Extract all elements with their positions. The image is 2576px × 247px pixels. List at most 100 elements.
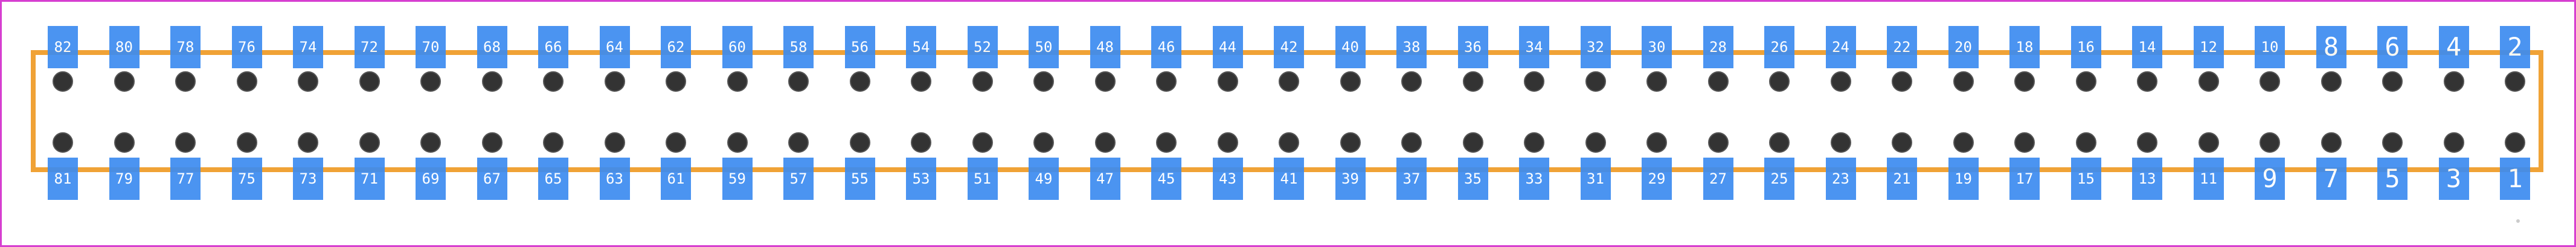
bottom-pad-19: 19 [1948, 158, 1979, 200]
bottom-pad-59: 59 [722, 158, 753, 200]
bottom-pad-25: 25 [1764, 158, 1794, 200]
top-hole-54 [911, 71, 931, 92]
top-pad-10: 10 [2255, 26, 2285, 68]
bottom-hole-73 [298, 132, 318, 153]
top-pad-70: 70 [416, 26, 446, 68]
top-hole-52 [972, 71, 993, 92]
top-pad-28: 28 [1703, 26, 1733, 68]
bottom-hole-13 [2137, 132, 2157, 153]
bottom-pad-51: 51 [967, 158, 998, 200]
bottom-pad-79: 79 [109, 158, 140, 200]
bottom-pad-81: 81 [48, 158, 78, 200]
top-hole-22 [1892, 71, 1912, 92]
bottom-hole-71 [359, 132, 380, 153]
bottom-hole-19 [1953, 132, 1974, 153]
top-pad-2: 2 [2500, 26, 2530, 68]
top-hole-68 [481, 71, 503, 92]
top-pad-30: 30 [1642, 26, 1672, 68]
top-pad-60: 60 [722, 26, 753, 68]
bottom-hole-17 [2014, 132, 2035, 153]
bottom-pad-41: 41 [1274, 158, 1304, 200]
bottom-pad-1: 1 [2500, 158, 2530, 200]
bottom-hole-49 [1033, 132, 1054, 153]
bottom-pad-49: 49 [1029, 158, 1059, 200]
bottom-hole-33 [1524, 132, 1544, 153]
bottom-hole-43 [1217, 132, 1238, 153]
top-hole-38 [1401, 71, 1422, 92]
bottom-hole-69 [420, 132, 441, 153]
bottom-pad-39: 39 [1335, 158, 1366, 200]
top-pad-52: 52 [967, 26, 998, 68]
top-hole-76 [236, 71, 257, 92]
top-hole-74 [298, 71, 318, 92]
top-pad-58: 58 [783, 26, 814, 68]
top-pad-68: 68 [477, 26, 507, 68]
top-hole-78 [175, 71, 196, 92]
bottom-pad-21: 21 [1887, 158, 1917, 200]
bottom-pad-77: 77 [170, 158, 201, 200]
bottom-pad-15: 15 [2070, 158, 2101, 200]
top-pad-16: 16 [2070, 26, 2101, 68]
top-pad-6: 6 [2377, 26, 2407, 68]
bottom-pad-57: 57 [783, 158, 814, 200]
top-pad-40: 40 [1335, 26, 1366, 68]
top-pad-18: 18 [2009, 26, 2040, 68]
bottom-pad-75: 75 [231, 158, 262, 200]
bottom-pad-67: 67 [477, 158, 507, 200]
top-hole-20 [1953, 71, 1974, 92]
bottom-hole-9 [2260, 132, 2280, 153]
top-pad-12: 12 [2193, 26, 2224, 68]
bottom-pad-45: 45 [1151, 158, 1181, 200]
bottom-hole-57 [788, 132, 809, 153]
bottom-pad-11: 11 [2193, 158, 2224, 200]
bottom-pad-55: 55 [844, 158, 875, 200]
top-hole-6 [2382, 71, 2403, 92]
bottom-pad-9: 9 [2255, 158, 2285, 200]
bottom-pad-47: 47 [1090, 158, 1120, 200]
bottom-pad-7: 7 [2316, 158, 2346, 200]
top-pad-22: 22 [1887, 26, 1917, 68]
bottom-hole-55 [849, 132, 870, 153]
bottom-hole-11 [2198, 132, 2219, 153]
bottom-hole-31 [1585, 132, 1606, 153]
top-pad-24: 24 [1825, 26, 1856, 68]
top-hole-50 [1033, 71, 1054, 92]
top-pad-26: 26 [1764, 26, 1794, 68]
top-hole-82 [53, 71, 73, 92]
bottom-hole-39 [1340, 132, 1361, 153]
top-hole-58 [788, 71, 809, 92]
top-hole-44 [1217, 71, 1238, 92]
top-hole-4 [2443, 71, 2464, 92]
bottom-hole-1 [2505, 132, 2525, 153]
bottom-pad-17: 17 [2009, 158, 2040, 200]
top-pad-80: 80 [109, 26, 140, 68]
top-pad-38: 38 [1396, 26, 1427, 68]
top-hole-36 [1462, 71, 1483, 92]
top-pad-4: 4 [2438, 26, 2469, 68]
bottom-hole-63 [604, 132, 625, 153]
top-hole-66 [543, 71, 564, 92]
bottom-pad-63: 63 [599, 158, 630, 200]
bottom-hole-53 [911, 132, 931, 153]
top-hole-48 [1094, 71, 1116, 92]
bottom-hole-5 [2382, 132, 2403, 153]
top-hole-62 [666, 71, 686, 92]
top-hole-26 [1769, 71, 1790, 92]
top-hole-46 [1156, 71, 1177, 92]
top-pad-74: 74 [293, 26, 323, 68]
bottom-pad-37: 37 [1396, 158, 1427, 200]
bottom-pad-5: 5 [2377, 158, 2407, 200]
top-hole-64 [604, 71, 625, 92]
bottom-hole-21 [1892, 132, 1912, 153]
bottom-hole-77 [175, 132, 196, 153]
top-pad-66: 66 [538, 26, 568, 68]
top-hole-80 [114, 71, 135, 92]
bottom-hole-67 [481, 132, 503, 153]
top-pad-20: 20 [1948, 26, 1979, 68]
top-hole-72 [359, 71, 380, 92]
bottom-pad-53: 53 [906, 158, 936, 200]
bottom-pad-27: 27 [1703, 158, 1733, 200]
bottom-pad-33: 33 [1519, 158, 1549, 200]
top-pad-54: 54 [906, 26, 936, 68]
